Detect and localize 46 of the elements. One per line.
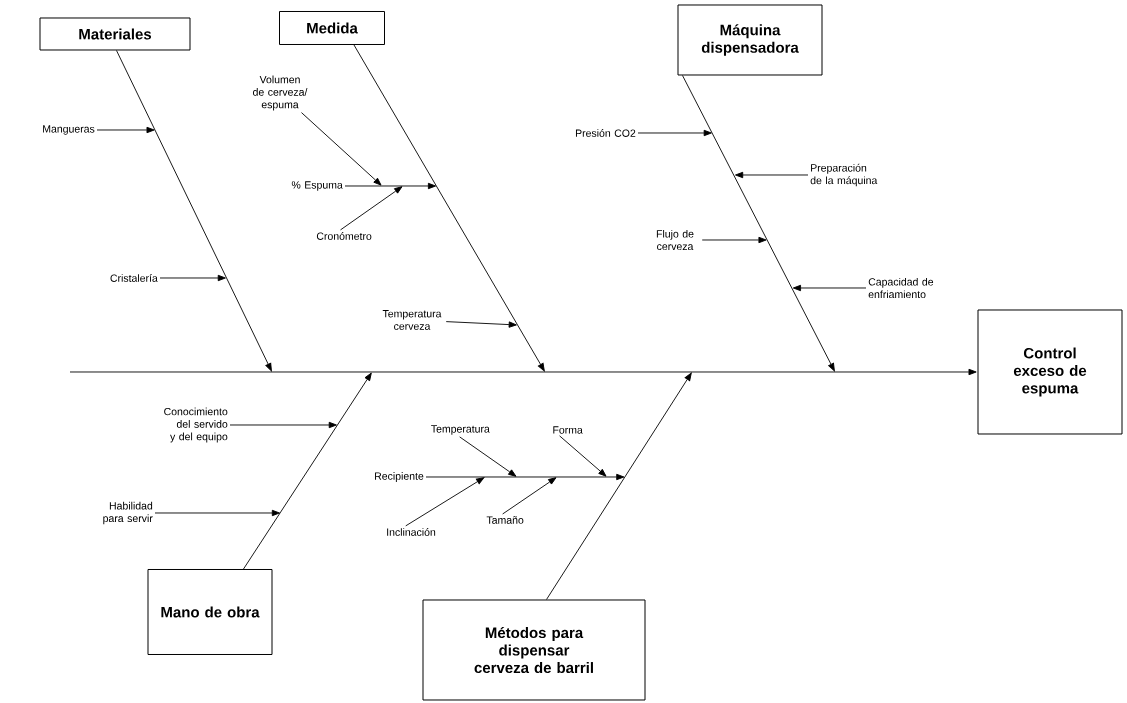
cause-label: Temperatura <box>431 425 490 435</box>
cause-label: Flujo de cerveza <box>656 229 694 251</box>
cause-arrow <box>159 274 226 282</box>
cause-arrow <box>340 186 403 231</box>
category-box: Mano de obra <box>147 569 273 655</box>
cause-arrow <box>502 477 557 515</box>
bone-arrow <box>116 50 272 372</box>
cause-arrow <box>701 236 767 244</box>
cause-label: Temperatura cerveza <box>382 310 442 330</box>
cause-label: Tamaño <box>486 516 524 524</box>
cause-label: % Espuma <box>291 181 343 191</box>
cause-arrow <box>559 435 607 477</box>
category-box: Materiales <box>39 17 191 51</box>
effect-box: Control exceso de espuma <box>977 309 1123 435</box>
bone-arrow <box>243 372 372 570</box>
cause-label: Conocimiento del servido y del equipo <box>164 407 228 443</box>
cause-arrow <box>229 421 337 429</box>
category-box: Máquina dispensadora <box>677 4 823 76</box>
cause-label: Cronómetro <box>316 232 372 240</box>
cause-label: Recipiente <box>375 472 424 482</box>
bone-arrow <box>682 75 835 372</box>
cause-label: Preparación de la máquina <box>810 163 878 187</box>
cause-arrow <box>96 126 155 134</box>
bone-arrow <box>353 44 545 372</box>
spine-arrow <box>69 368 977 376</box>
category-box: Medida <box>279 11 385 45</box>
cause-label: Volumen de cerveza/ espuma <box>253 75 308 111</box>
cause-label: Inclinación <box>387 528 436 536</box>
cause-arrow <box>301 112 382 186</box>
cause-arrow <box>735 171 809 179</box>
cause-arrow <box>344 182 437 190</box>
cause-arrow <box>459 436 517 477</box>
cause-label: Forma <box>553 426 583 434</box>
cause-arrow <box>445 321 517 328</box>
cause-label: Cristalería <box>110 274 158 282</box>
cause-label: Presión CO2 <box>576 129 636 137</box>
cause-label: Habilidad para servir <box>103 501 153 525</box>
cause-label: Mangueras <box>43 125 95 135</box>
cause-arrow <box>637 129 712 137</box>
bone-arrow <box>546 372 692 600</box>
cause-label: Capacidad de enfriamiento <box>868 277 934 299</box>
cause-arrow <box>792 284 867 292</box>
cause-arrow <box>425 473 625 481</box>
cause-arrow <box>154 509 280 517</box>
cause-arrow <box>405 477 485 527</box>
category-box: Métodos para dispensar cerveza de barril <box>422 599 646 701</box>
